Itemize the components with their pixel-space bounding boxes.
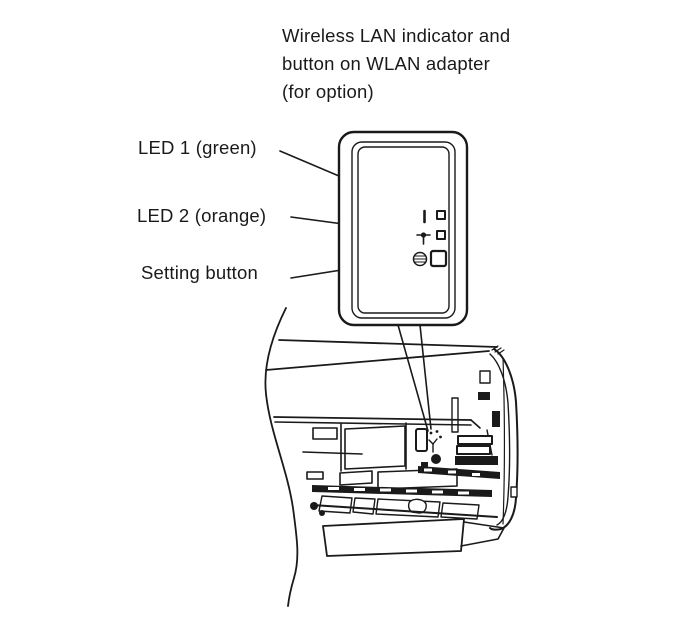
outlet-louver-bar	[312, 485, 492, 497]
label-led2: LED 2 (orange)	[137, 205, 267, 226]
wlan-adapter-on-unit	[415, 428, 442, 469]
air-direction-flap	[322, 518, 465, 557]
label-setting-button: Setting button	[141, 262, 258, 283]
filter-panel	[344, 425, 406, 470]
mini-antenna-icon	[428, 438, 438, 453]
vane-tab	[407, 498, 427, 514]
adapter-inner-face	[357, 146, 450, 314]
adapter-outer-housing	[337, 130, 469, 327]
outlet-right-edge	[460, 521, 505, 547]
callout-pointer	[397, 324, 432, 432]
right-internal-parts	[451, 392, 498, 465]
break-curve	[264, 307, 299, 607]
setting-globe-icon	[412, 251, 428, 267]
adapter-inner-frame	[351, 141, 456, 319]
wlan-adapter-callout-panel	[337, 130, 469, 327]
upper-dark-bar	[418, 466, 500, 479]
hinge-hatch-marks	[491, 345, 505, 355]
vane-rod	[310, 502, 498, 518]
open-front-panel	[265, 339, 498, 429]
adapter-slot	[415, 428, 428, 452]
end-cap	[479, 345, 519, 531]
led2-window	[436, 230, 446, 240]
air-conditioner-drawing	[264, 307, 519, 607]
sensor-knob	[431, 454, 441, 464]
led1-window	[436, 210, 446, 220]
setting-button-square	[429, 249, 448, 268]
cap-notch	[510, 486, 518, 498]
label-led1: LED 1 (green)	[138, 137, 257, 158]
led2-antenna-icon	[416, 232, 431, 245]
figure-title: Wireless LAN indicator and button on WLA…	[282, 25, 511, 102]
